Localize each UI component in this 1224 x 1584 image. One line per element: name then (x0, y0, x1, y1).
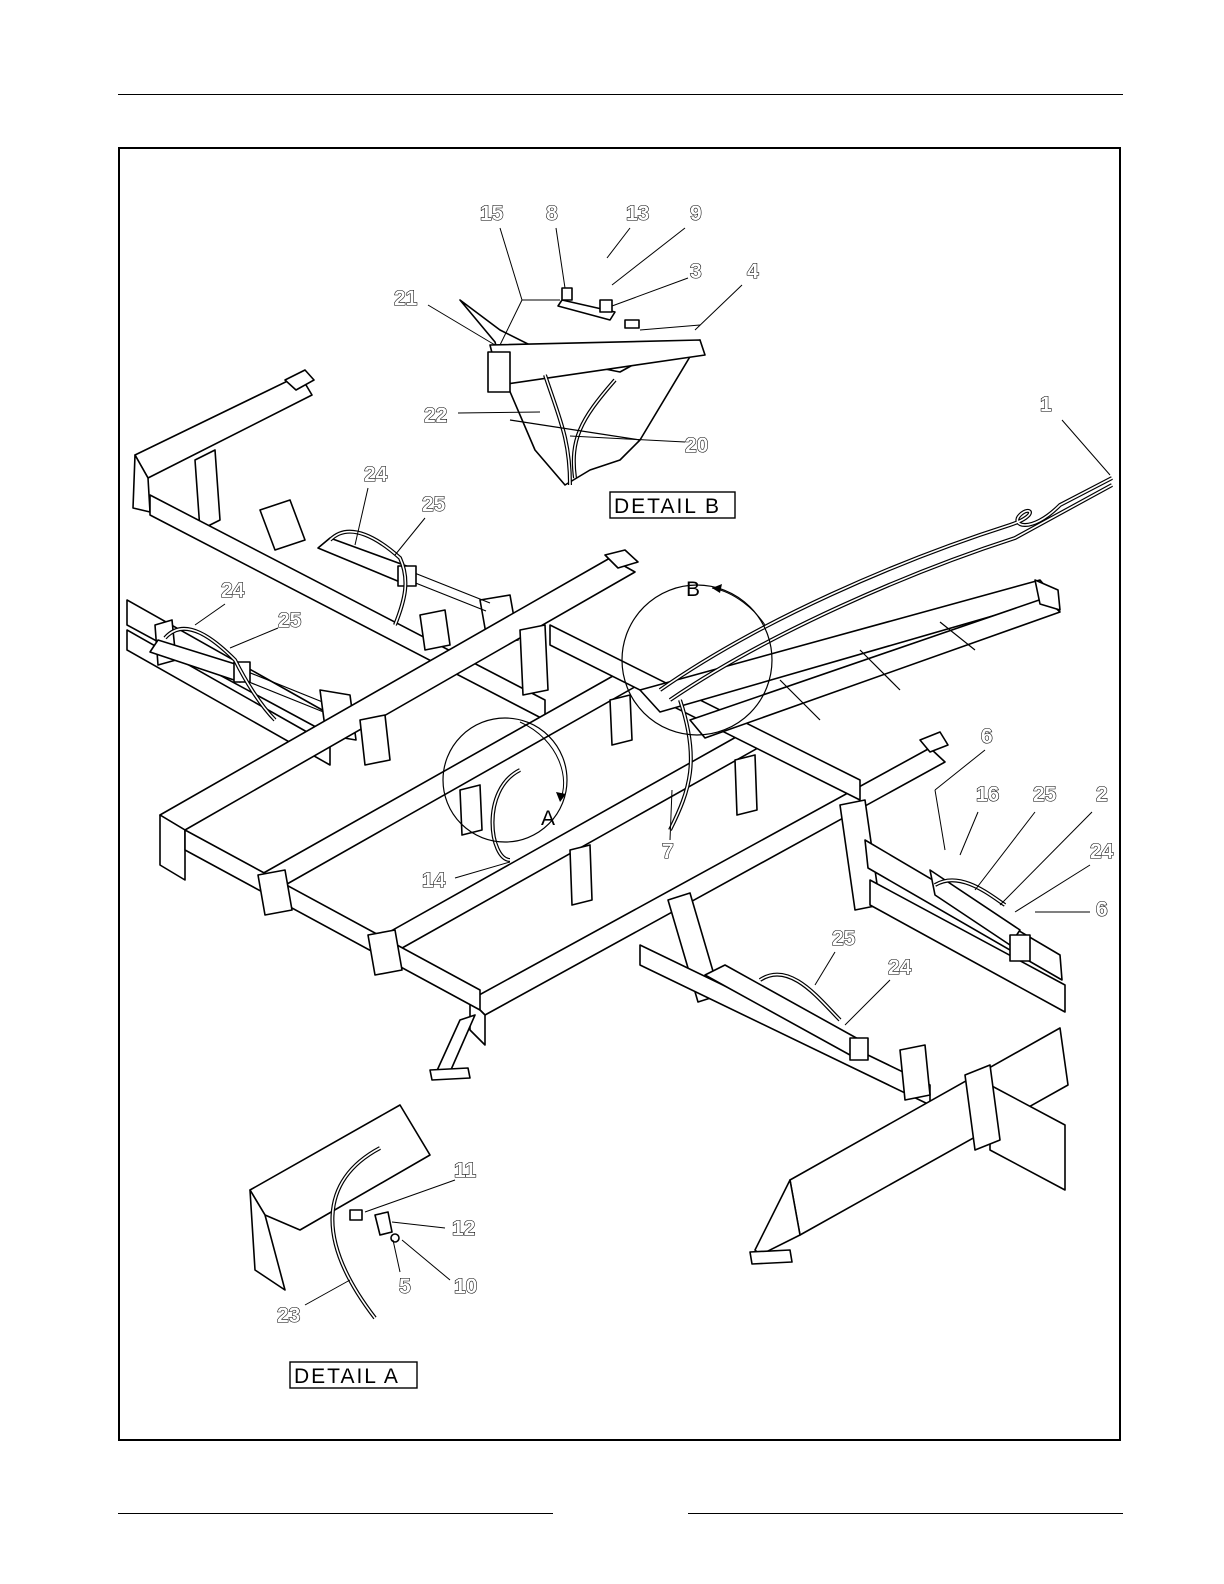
right-wing (840, 800, 1065, 1012)
callout-1: 1 (1040, 393, 1052, 416)
callout-6-lower: 6 (1096, 898, 1108, 921)
callout-3: 3 (690, 260, 702, 283)
callout-13: 13 (626, 202, 649, 225)
view-marker-a: A (541, 807, 555, 830)
detail-b-inset (460, 288, 705, 485)
callout-10: 10 (454, 1275, 477, 1298)
front-center-wing (640, 893, 930, 1105)
callout-12: 12 (452, 1217, 475, 1240)
callout-24-front: 24 (888, 956, 912, 979)
callout-15: 15 (480, 202, 504, 225)
callout-25-left: 25 (278, 609, 302, 632)
callout-22: 22 (424, 404, 447, 427)
callout-8: 8 (546, 202, 558, 225)
callout-6-upper: 6 (981, 725, 993, 748)
view-marker-b: B (686, 578, 700, 601)
callout-24-left: 24 (221, 579, 245, 602)
callout-20: 20 (685, 434, 708, 457)
callout-9: 9 (690, 202, 702, 225)
callout-4: 4 (747, 260, 759, 283)
detail-b-arrow (712, 588, 765, 625)
detail-b-label: DETAIL B (614, 495, 721, 518)
callout-25-rear: 25 (422, 493, 446, 516)
callout-25-right: 25 (1033, 783, 1057, 806)
callout-7: 7 (662, 840, 674, 863)
callout-23: 23 (277, 1304, 300, 1327)
detail-b-arrowhead (712, 584, 722, 593)
callout-24-right: 24 (1090, 840, 1114, 863)
callout-21: 21 (394, 287, 418, 310)
callout-25-front: 25 (832, 927, 856, 950)
callout-24-rear: 24 (364, 463, 388, 486)
callout-16: 16 (976, 783, 999, 806)
callout-11: 11 (454, 1159, 477, 1182)
detail-a-label: DETAIL A (294, 1365, 400, 1388)
callout-14: 14 (422, 869, 446, 892)
callout-2: 2 (1096, 783, 1108, 806)
callout-5: 5 (399, 1275, 411, 1298)
